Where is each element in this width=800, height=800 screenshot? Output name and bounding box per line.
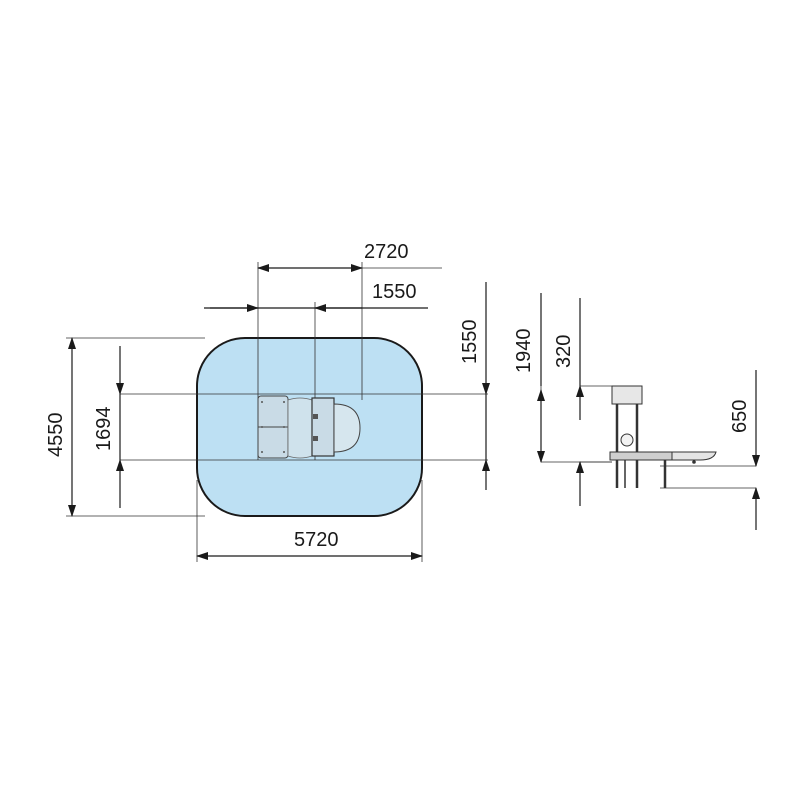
side-dim-label-lower: 650: [729, 400, 751, 433]
plan-view: 2720 1550 5720 4550 1694 1550: [45, 241, 490, 562]
dim-label-total-height: 4550: [45, 413, 67, 458]
dim-label-right-height: 1550: [459, 320, 481, 365]
dim-label-inner-height: 1694: [93, 407, 115, 452]
side-view: 1940 320 650: [513, 293, 760, 530]
side-dim-label-upper: 320: [553, 335, 575, 368]
dim-label-top-inner: 1550: [372, 281, 417, 303]
equipment-top-view: [257, 395, 361, 459]
side-dim-label-total: 1940: [513, 329, 535, 374]
equipment-side-view: [609, 385, 717, 488]
extension-lines: [66, 262, 488, 562]
dim-label-top-outer: 2720: [364, 241, 409, 263]
dim-label-total-width: 5720: [294, 529, 339, 551]
